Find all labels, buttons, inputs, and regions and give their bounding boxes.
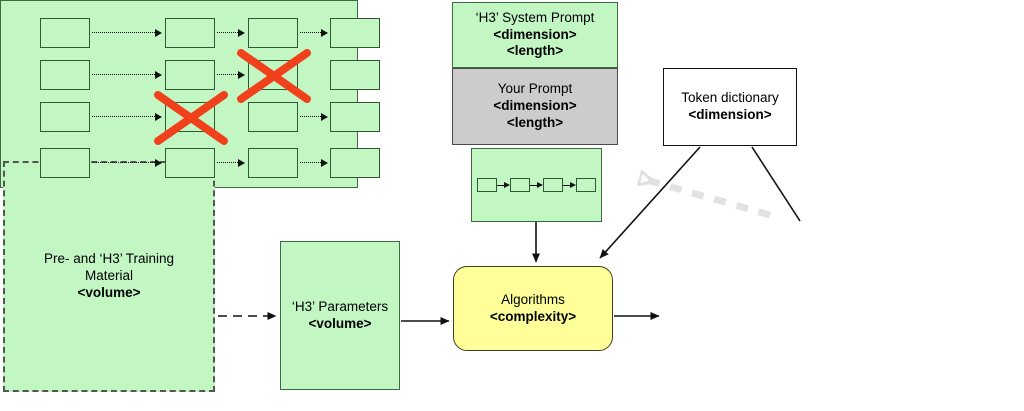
- token-box: [477, 178, 497, 192]
- parameters-line1: ‘H3’ Parameters: [291, 298, 389, 314]
- token-dictionary-line1: Token dictionary: [681, 90, 779, 106]
- token-arrow-icon: [530, 181, 543, 190]
- grid-cell-r3c3: [248, 102, 298, 132]
- your-prompt-line1: Your Prompt: [497, 81, 573, 97]
- system-prompt-length: <length>: [506, 43, 564, 59]
- node-your-prompt[interactable]: Your Prompt <dimension> <length>: [452, 68, 618, 145]
- system-prompt-line1: ‘H3’ System Prompt: [475, 9, 595, 25]
- edge-output-to-prompt-feedback: [640, 178, 771, 219]
- node-training-material[interactable]: Pre- and ‘H3’ Training Material <volume>: [3, 161, 215, 392]
- grid-cell-r4c4: [330, 148, 380, 178]
- node-system-prompt[interactable]: ‘H3’ System Prompt <dimension> <length>: [452, 2, 618, 68]
- parameters-volume: <volume>: [308, 315, 372, 331]
- edge-dictionary-to-algorithms: [599, 146, 701, 259]
- grid-arrow-r2c1-c2: [92, 70, 162, 79]
- grid-cell-r3c1: [40, 102, 90, 132]
- algorithms-line1: Algorithms: [501, 291, 565, 307]
- grid-cell-r3c4: [330, 102, 380, 132]
- grid-cell-r1c2: [165, 18, 215, 48]
- grid-arrow-r1c1-c2: [92, 28, 162, 37]
- training-material-volume: <volume>: [77, 284, 141, 300]
- algorithms-complexity: <complexity>: [489, 308, 577, 324]
- token-dictionary-dimension: <dimension>: [688, 107, 772, 122]
- grid-arrow-r1c2-c3: [217, 28, 245, 37]
- node-h3-parameters[interactable]: ‘H3’ Parameters <volume>: [280, 241, 400, 390]
- token-box: [576, 178, 596, 192]
- token-arrow-icon: [497, 181, 510, 190]
- grid-cell-r3c2: [165, 102, 215, 132]
- training-material-line2: Material: [84, 268, 133, 284]
- grid-arrow-r1c3-c4: [300, 28, 328, 37]
- node-token-chain[interactable]: [471, 148, 602, 222]
- training-material-line1: Pre- and ‘H3’ Training: [43, 251, 175, 267]
- token-box: [543, 178, 563, 192]
- grid-arrow-r4c1-c2: [92, 158, 162, 167]
- grid-arrow-r4c3-c4: [300, 158, 328, 167]
- your-prompt-length: <length>: [506, 114, 564, 130]
- grid-cell-r1c3: [248, 18, 298, 48]
- grid-arrow-r3c1-c2: [92, 112, 162, 121]
- system-prompt-dimension: <dimension>: [493, 26, 577, 42]
- your-prompt-dimension: <dimension>: [493, 98, 577, 114]
- edge-dictionary-to-output-grid: [751, 146, 801, 222]
- token-box: [510, 178, 530, 192]
- token-arrow-icon: [563, 181, 576, 190]
- grid-cell-r4c3: [248, 148, 298, 178]
- node-output-grid[interactable]: [0, 0, 380, 188]
- grid-cell-r2c2: [165, 60, 215, 90]
- grid-arrow-r4c2-c3: [217, 158, 245, 167]
- grid-cell-r1c1: [40, 18, 90, 48]
- grid-cell-r1c4: [330, 18, 380, 48]
- grid-cell-r4c2: [165, 148, 215, 178]
- grid-arrow-r2c2-c3: [217, 70, 245, 79]
- grid-arrow-r3c3-c4: [300, 112, 328, 121]
- token-chain-row: [472, 178, 601, 192]
- grid-cell-r2c1: [40, 60, 90, 90]
- grid-cell-r2c3: [248, 60, 298, 90]
- node-algorithms[interactable]: Algorithms <complexity>: [453, 266, 613, 351]
- grid-cell-r4c1: [40, 148, 90, 178]
- node-token-dictionary[interactable]: Token dictionary <dimension>: [663, 68, 797, 146]
- grid-cell-r2c4: [330, 60, 380, 90]
